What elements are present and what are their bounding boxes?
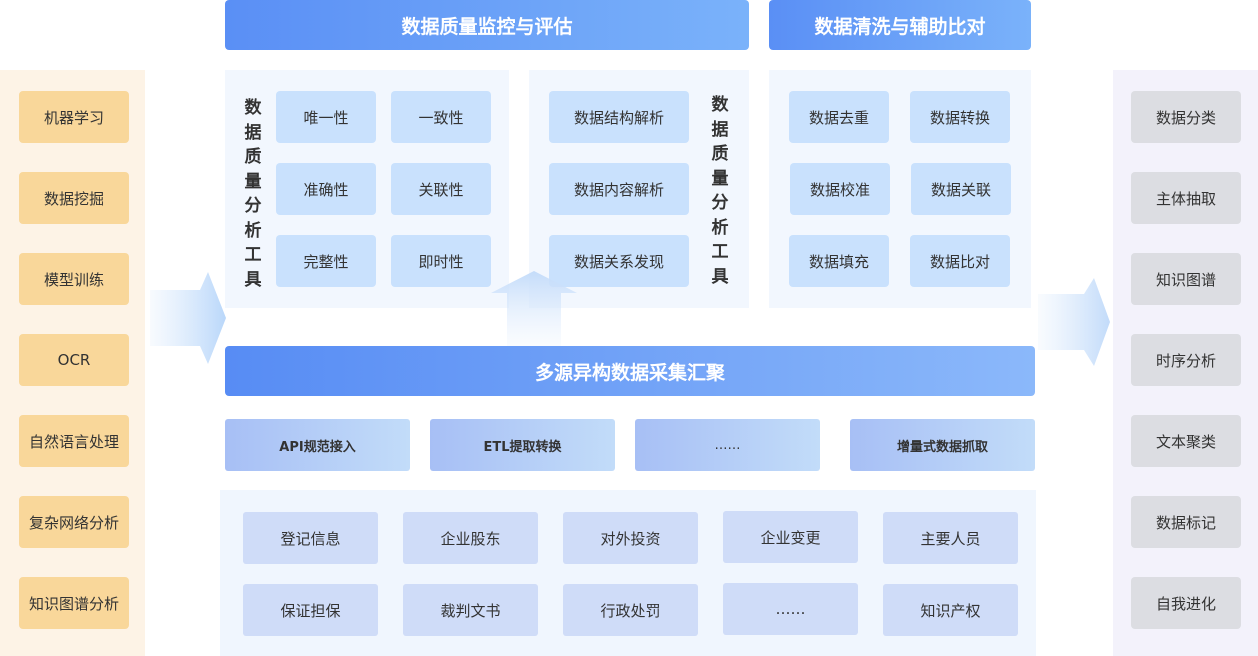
label-char: 质: [711, 144, 729, 164]
cleaning-box: 数据去重: [789, 91, 889, 143]
metric-box: 唯一性: [276, 91, 376, 143]
label-char: 析: [244, 220, 262, 241]
method-box: API规范接入: [225, 419, 410, 471]
cleaning-header: 数据清洗与辅助比对: [769, 0, 1031, 50]
right-item-1: 主体抽取: [1131, 172, 1241, 224]
label-char: 工: [711, 242, 729, 262]
label-char: 具: [244, 269, 262, 290]
cleaning-box: 数据比对: [910, 235, 1010, 287]
metric-box: 准确性: [276, 163, 376, 215]
source-box: ……: [723, 583, 858, 635]
right-item-3: 时序分析: [1131, 334, 1241, 386]
parsing-box: 数据内容解析: [549, 163, 689, 215]
up-arrow-icon: [491, 271, 577, 347]
source-box: 企业股东: [403, 512, 538, 564]
right-arrow-icon: [1038, 278, 1110, 366]
cleaning-box: 数据校准: [790, 163, 890, 215]
label-char: 据: [244, 122, 262, 143]
source-box: 知识产权: [883, 584, 1018, 636]
metric-box: 一致性: [391, 91, 491, 143]
label-char: 量: [711, 168, 729, 189]
metric-box: 完整性: [276, 235, 376, 287]
label-char: 分: [711, 193, 729, 213]
left-item-1: 数据挖掘: [19, 172, 129, 224]
label-char: 数: [711, 95, 729, 115]
cleaning-box: 数据关联: [911, 163, 1011, 215]
label-char: 数: [244, 98, 262, 118]
source-box: 行政处罚: [563, 584, 698, 636]
source-box: 登记信息: [243, 512, 378, 564]
quality-tool-label-right: 数 据 质 量 分 析 工 具: [708, 93, 732, 289]
method-box: ……: [635, 419, 820, 471]
label-char: 分: [244, 196, 262, 216]
parsing-box: 数据关系发现: [549, 235, 689, 287]
label-char: 据: [711, 119, 729, 140]
left-item-4: 自然语言处理: [19, 415, 129, 467]
source-box: 保证担保: [243, 584, 378, 636]
label-char: 质: [244, 147, 262, 167]
quality-header: 数据质量监控与评估: [225, 0, 749, 50]
left-item-0: 机器学习: [19, 91, 129, 143]
source-box: 企业变更: [723, 511, 858, 563]
label-char: 量: [244, 171, 262, 192]
label-char: 析: [711, 217, 729, 238]
right-item-4: 文本聚类: [1131, 415, 1241, 467]
left-item-3: OCR: [19, 334, 129, 386]
acquisition-bar: 多源异构数据采集汇聚: [225, 346, 1035, 396]
metric-box: 关联性: [391, 163, 491, 215]
label-char: 工: [244, 245, 262, 265]
source-box: 对外投资: [563, 512, 698, 564]
left-arrow-icon: [150, 272, 226, 364]
left-item-2: 模型训练: [19, 253, 129, 305]
metric-box: 即时性: [391, 235, 491, 287]
parsing-box: 数据结构解析: [549, 91, 689, 143]
right-item-6: 自我进化: [1131, 577, 1241, 629]
left-item-6: 知识图谱分析: [19, 577, 129, 629]
cleaning-box: 数据转换: [910, 91, 1010, 143]
right-item-0: 数据分类: [1131, 91, 1241, 143]
method-box: ETL提取转换: [430, 419, 615, 471]
quality-tool-label-left: 数 据 质 量 分 析 工 具: [241, 96, 265, 292]
cleaning-box: 数据填充: [789, 235, 889, 287]
right-item-5: 数据标记: [1131, 496, 1241, 548]
method-box: 增量式数据抓取: [850, 419, 1035, 471]
left-item-5: 复杂网络分析: [19, 496, 129, 548]
right-item-2: 知识图谱: [1131, 253, 1241, 305]
source-box: 裁判文书: [403, 584, 538, 636]
source-box: 主要人员: [883, 512, 1018, 564]
label-char: 具: [711, 266, 729, 287]
